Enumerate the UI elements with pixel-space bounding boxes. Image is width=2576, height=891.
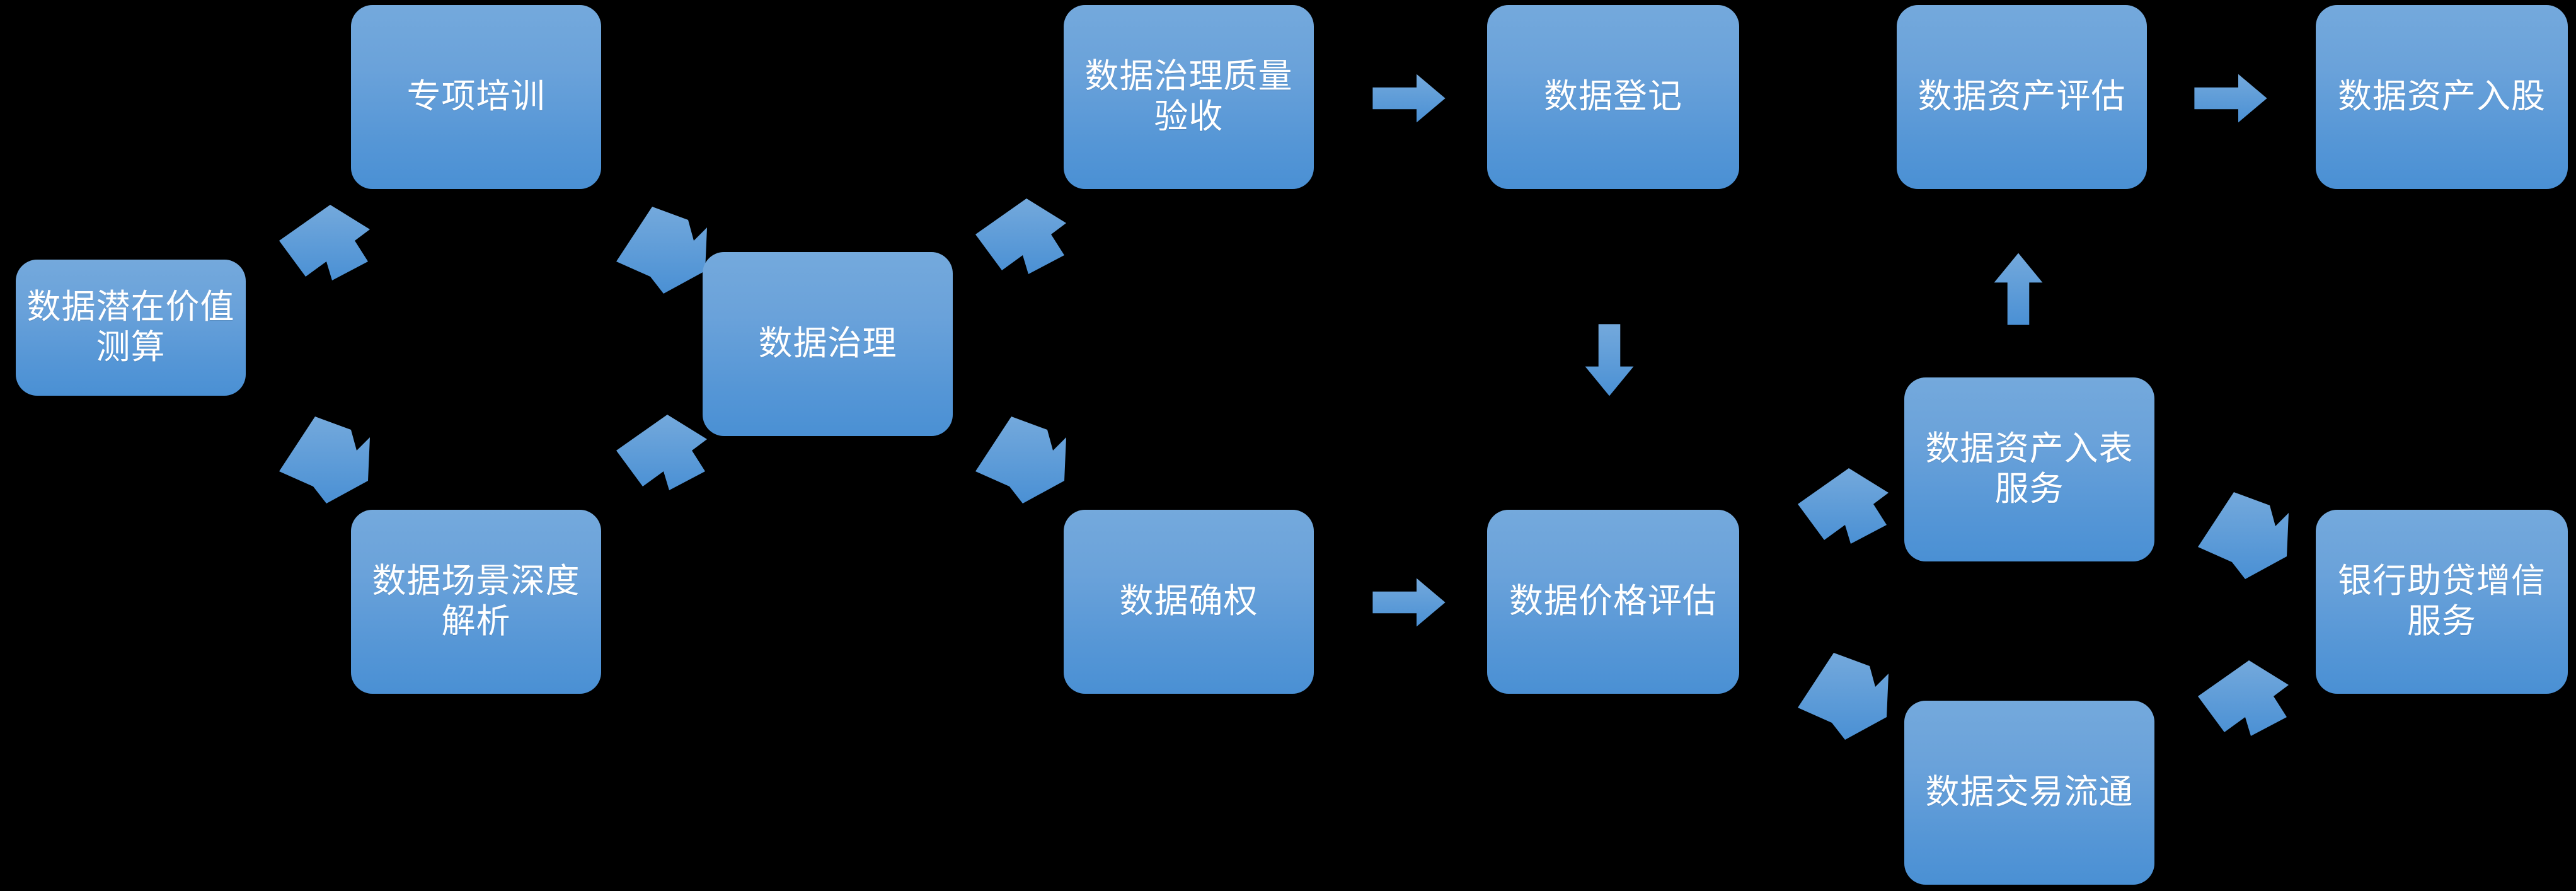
arrow-right-icon — [2193, 68, 2268, 129]
node-potential-value[interactable]: 数据潜在价值测算 — [16, 260, 246, 396]
node-label: 数据场景深度解析 — [372, 562, 580, 640]
node-data-registration[interactable]: 数据登记 — [1487, 5, 1739, 189]
node-bank-credit[interactable]: 银行助贷增信服务 — [2316, 510, 2568, 694]
node-label: 银行助贷增信服务 — [2338, 562, 2546, 640]
arrow-bent-up-right-icon — [277, 203, 372, 297]
node-asset-onbalance[interactable]: 数据资产入表服务 — [1904, 377, 2154, 561]
arrow-bent-up-right-icon — [614, 413, 709, 507]
node-rights-confirm[interactable]: 数据确权 — [1064, 510, 1314, 694]
node-label: 数据资产入表服务 — [1925, 430, 2134, 508]
node-label: 数据潜在价值测算 — [26, 288, 235, 366]
node-asset-equity[interactable]: 数据资产入股 — [2316, 5, 2568, 189]
node-label: 数据资产评估 — [1918, 78, 2126, 116]
node-label: 数据登记 — [1544, 78, 1682, 116]
arrow-bent-up-right-icon — [1796, 466, 1890, 561]
arrow-bent-down-right-icon — [974, 413, 1068, 507]
arrow-up-icon — [1988, 251, 2049, 326]
arrow-bent-up-right-icon — [2196, 658, 2291, 753]
node-scene-analysis[interactable]: 数据场景深度解析 — [351, 510, 601, 694]
arrow-right-icon — [1371, 572, 1447, 633]
arrow-bent-up-right-icon — [974, 197, 1068, 291]
node-label: 数据价格评估 — [1509, 582, 1717, 621]
node-label: 数据资产入股 — [2338, 78, 2546, 116]
node-asset-valuation[interactable]: 数据资产评估 — [1897, 5, 2147, 189]
node-price-assessment[interactable]: 数据价格评估 — [1487, 510, 1739, 694]
arrow-bent-down-right-icon — [614, 203, 709, 297]
arrow-bent-down-right-icon — [1796, 649, 1890, 744]
node-data-governance[interactable]: 数据治理 — [703, 252, 953, 436]
arrow-bent-down-right-icon — [277, 413, 372, 507]
node-label: 数据确权 — [1119, 582, 1258, 621]
node-data-trading[interactable]: 数据交易流通 — [1904, 701, 2154, 885]
node-label: 数据治理质量验收 — [1084, 57, 1293, 135]
node-label: 数据治理 — [758, 325, 897, 363]
arrow-bent-down-right-icon — [2196, 488, 2291, 583]
arrow-right-icon — [1371, 68, 1447, 129]
node-label: 专项培训 — [406, 78, 546, 116]
arrow-down-icon — [1579, 323, 1640, 398]
node-quality-acceptance[interactable]: 数据治理质量验收 — [1064, 5, 1314, 189]
node-special-training[interactable]: 专项培训 — [351, 5, 601, 189]
node-label: 数据交易流通 — [1925, 773, 2134, 812]
